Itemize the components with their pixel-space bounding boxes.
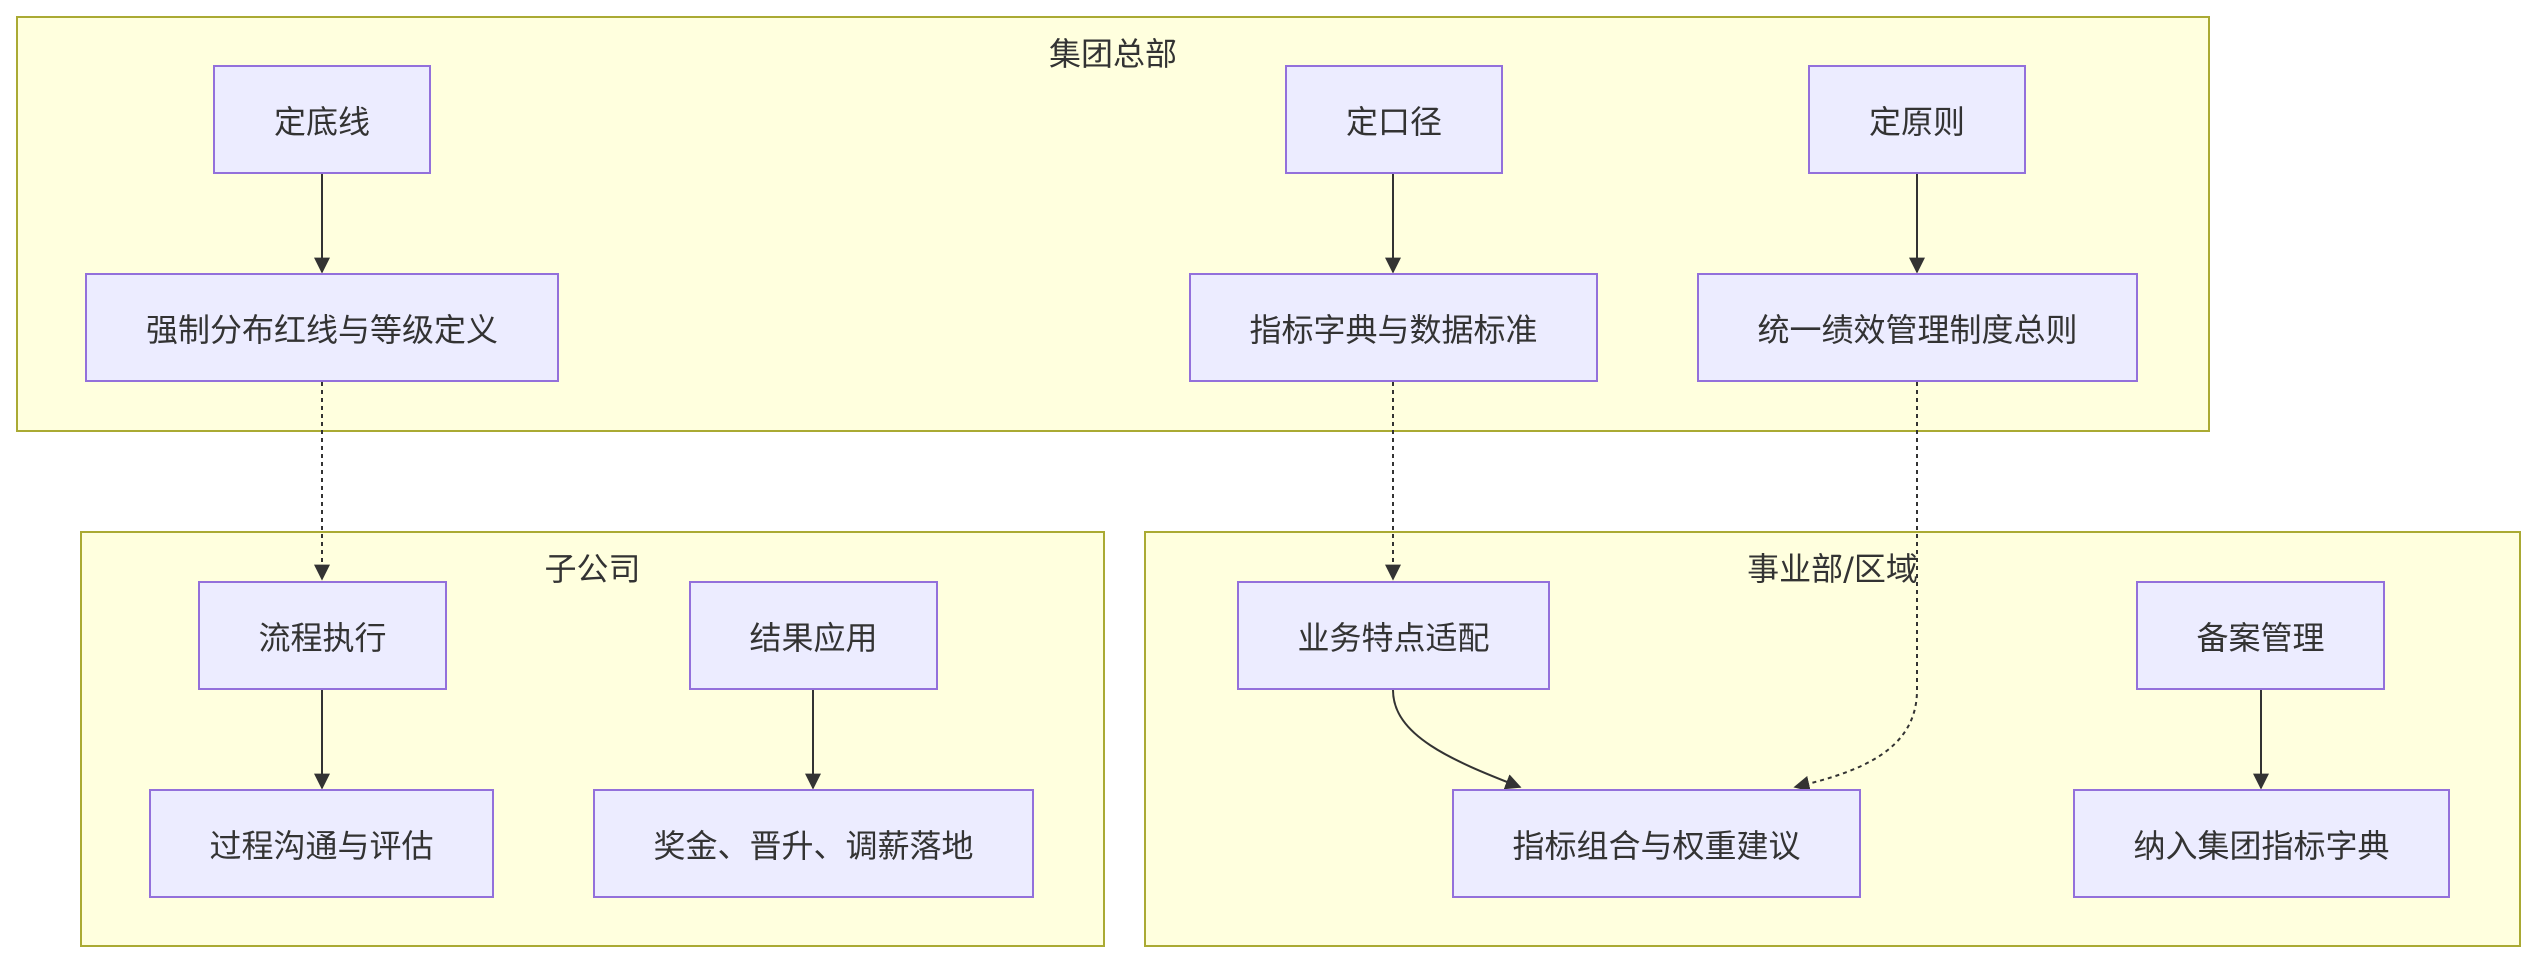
node-label: 奖金、晋升、调薪落地 (653, 826, 974, 865)
node-metric-dictionary: 指标字典与数据标准 (1189, 273, 1598, 382)
node-forced-distribution: 强制分布红线与等级定义 (85, 273, 559, 382)
node-label: 纳入集团指标字典 (2133, 826, 2390, 865)
node-label: 强制分布红线与等级定义 (145, 310, 498, 349)
cluster-title-hq: 集团总部 (1048, 35, 1177, 73)
node-label: 指标字典与数据标准 (1249, 310, 1538, 349)
node-process-communication: 过程沟通与评估 (149, 789, 494, 898)
node-label: 结果应用 (749, 618, 878, 657)
node-result-application: 结果应用 (689, 581, 938, 690)
edge-policy-to-combination (1793, 382, 1918, 792)
node-label: 定口径 (1345, 102, 1442, 141)
node-set-baseline: 定底线 (213, 65, 431, 174)
edge-adaptation-to-combination (1392, 689, 1522, 790)
node-label: 过程沟通与评估 (209, 826, 434, 865)
node-business-adaptation: 业务特点适配 (1237, 581, 1550, 690)
node-label: 定底线 (273, 102, 370, 141)
node-label: 定原则 (1868, 102, 1965, 141)
node-set-caliber: 定口径 (1285, 65, 1503, 174)
node-process-execution: 流程执行 (198, 581, 447, 690)
node-label: 流程执行 (258, 618, 387, 657)
node-label: 统一绩效管理制度总则 (1757, 310, 2078, 349)
node-filing-management: 备案管理 (2136, 581, 2385, 690)
node-include-dictionary: 纳入集团指标字典 (2073, 789, 2450, 898)
node-label: 备案管理 (2196, 618, 2325, 657)
node-unified-policy: 统一绩效管理制度总则 (1697, 273, 2138, 382)
cluster-title-subsidiary: 子公司 (544, 550, 641, 588)
node-metric-combination: 指标组合与权重建议 (1452, 789, 1861, 898)
node-set-principle: 定原则 (1808, 65, 2026, 174)
node-bonus-promotion: 奖金、晋升、调薪落地 (593, 789, 1034, 898)
node-label: 指标组合与权重建议 (1512, 826, 1801, 865)
node-label: 业务特点适配 (1297, 618, 1490, 657)
cluster-title-business-unit: 事业部/区域 (1747, 550, 1918, 588)
